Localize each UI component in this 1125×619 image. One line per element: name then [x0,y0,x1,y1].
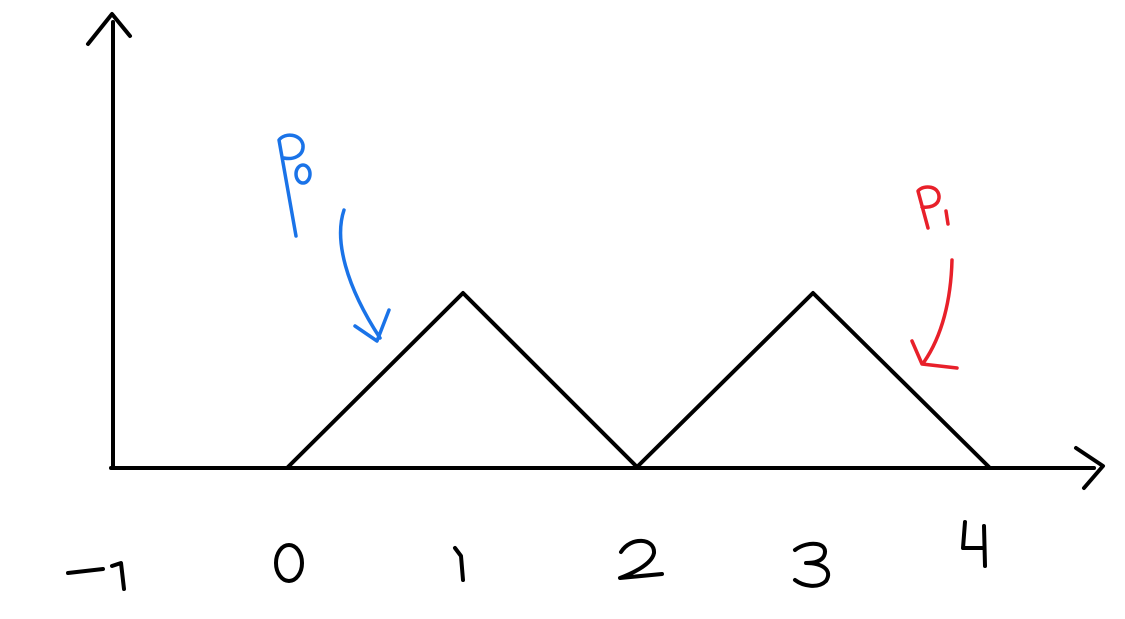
annotation-p1-letter-1 [944,209,950,226]
x-axis-arrowhead [1074,446,1105,490]
annotation-p0-label: p [290,169,291,171]
annotation-p0-letter-p [277,133,305,238]
annotation-p0-arrowhead [353,308,391,343]
tick-label-four: 4 [961,520,987,571]
x-axis [109,446,1105,490]
annotation-p0-arrow [338,208,382,340]
hat-functions [286,291,991,469]
tick-label-zero: 0 [274,543,304,583]
tick-label-two-text: 2 [640,579,641,581]
tick-label-one-text: 1 [460,579,461,581]
hat-function-p0 [286,291,639,469]
tick-label-two: 2 [618,538,664,581]
annotation-p1-arrowhead [910,339,959,370]
y-axis [86,12,132,470]
hat-function-p1 [635,291,991,469]
tick-label-minus-one-text: -1 [95,579,96,581]
tick-labels: -1 0 1 2 3 4 [66,520,987,591]
tick-label-three: 3 [793,541,831,588]
annotation-p1-label: p [925,199,926,201]
annotation-p1: p 1 [910,185,959,370]
annotation-p1-letter-p [916,185,941,230]
tick-label-three-text: 3 [815,579,816,581]
y-axis-arrowhead [86,12,132,46]
tick-label-minus-one: -1 [66,561,126,591]
tick-label-one: 1 [453,546,465,582]
annotation-p1-arrow [922,258,954,364]
annotation-p0-letter-0 [294,163,312,185]
annotation-p0-subscript: 0 [305,174,306,176]
tick-label-four-text: 4 [975,569,976,571]
annotation-p0: p 0 [277,133,391,343]
